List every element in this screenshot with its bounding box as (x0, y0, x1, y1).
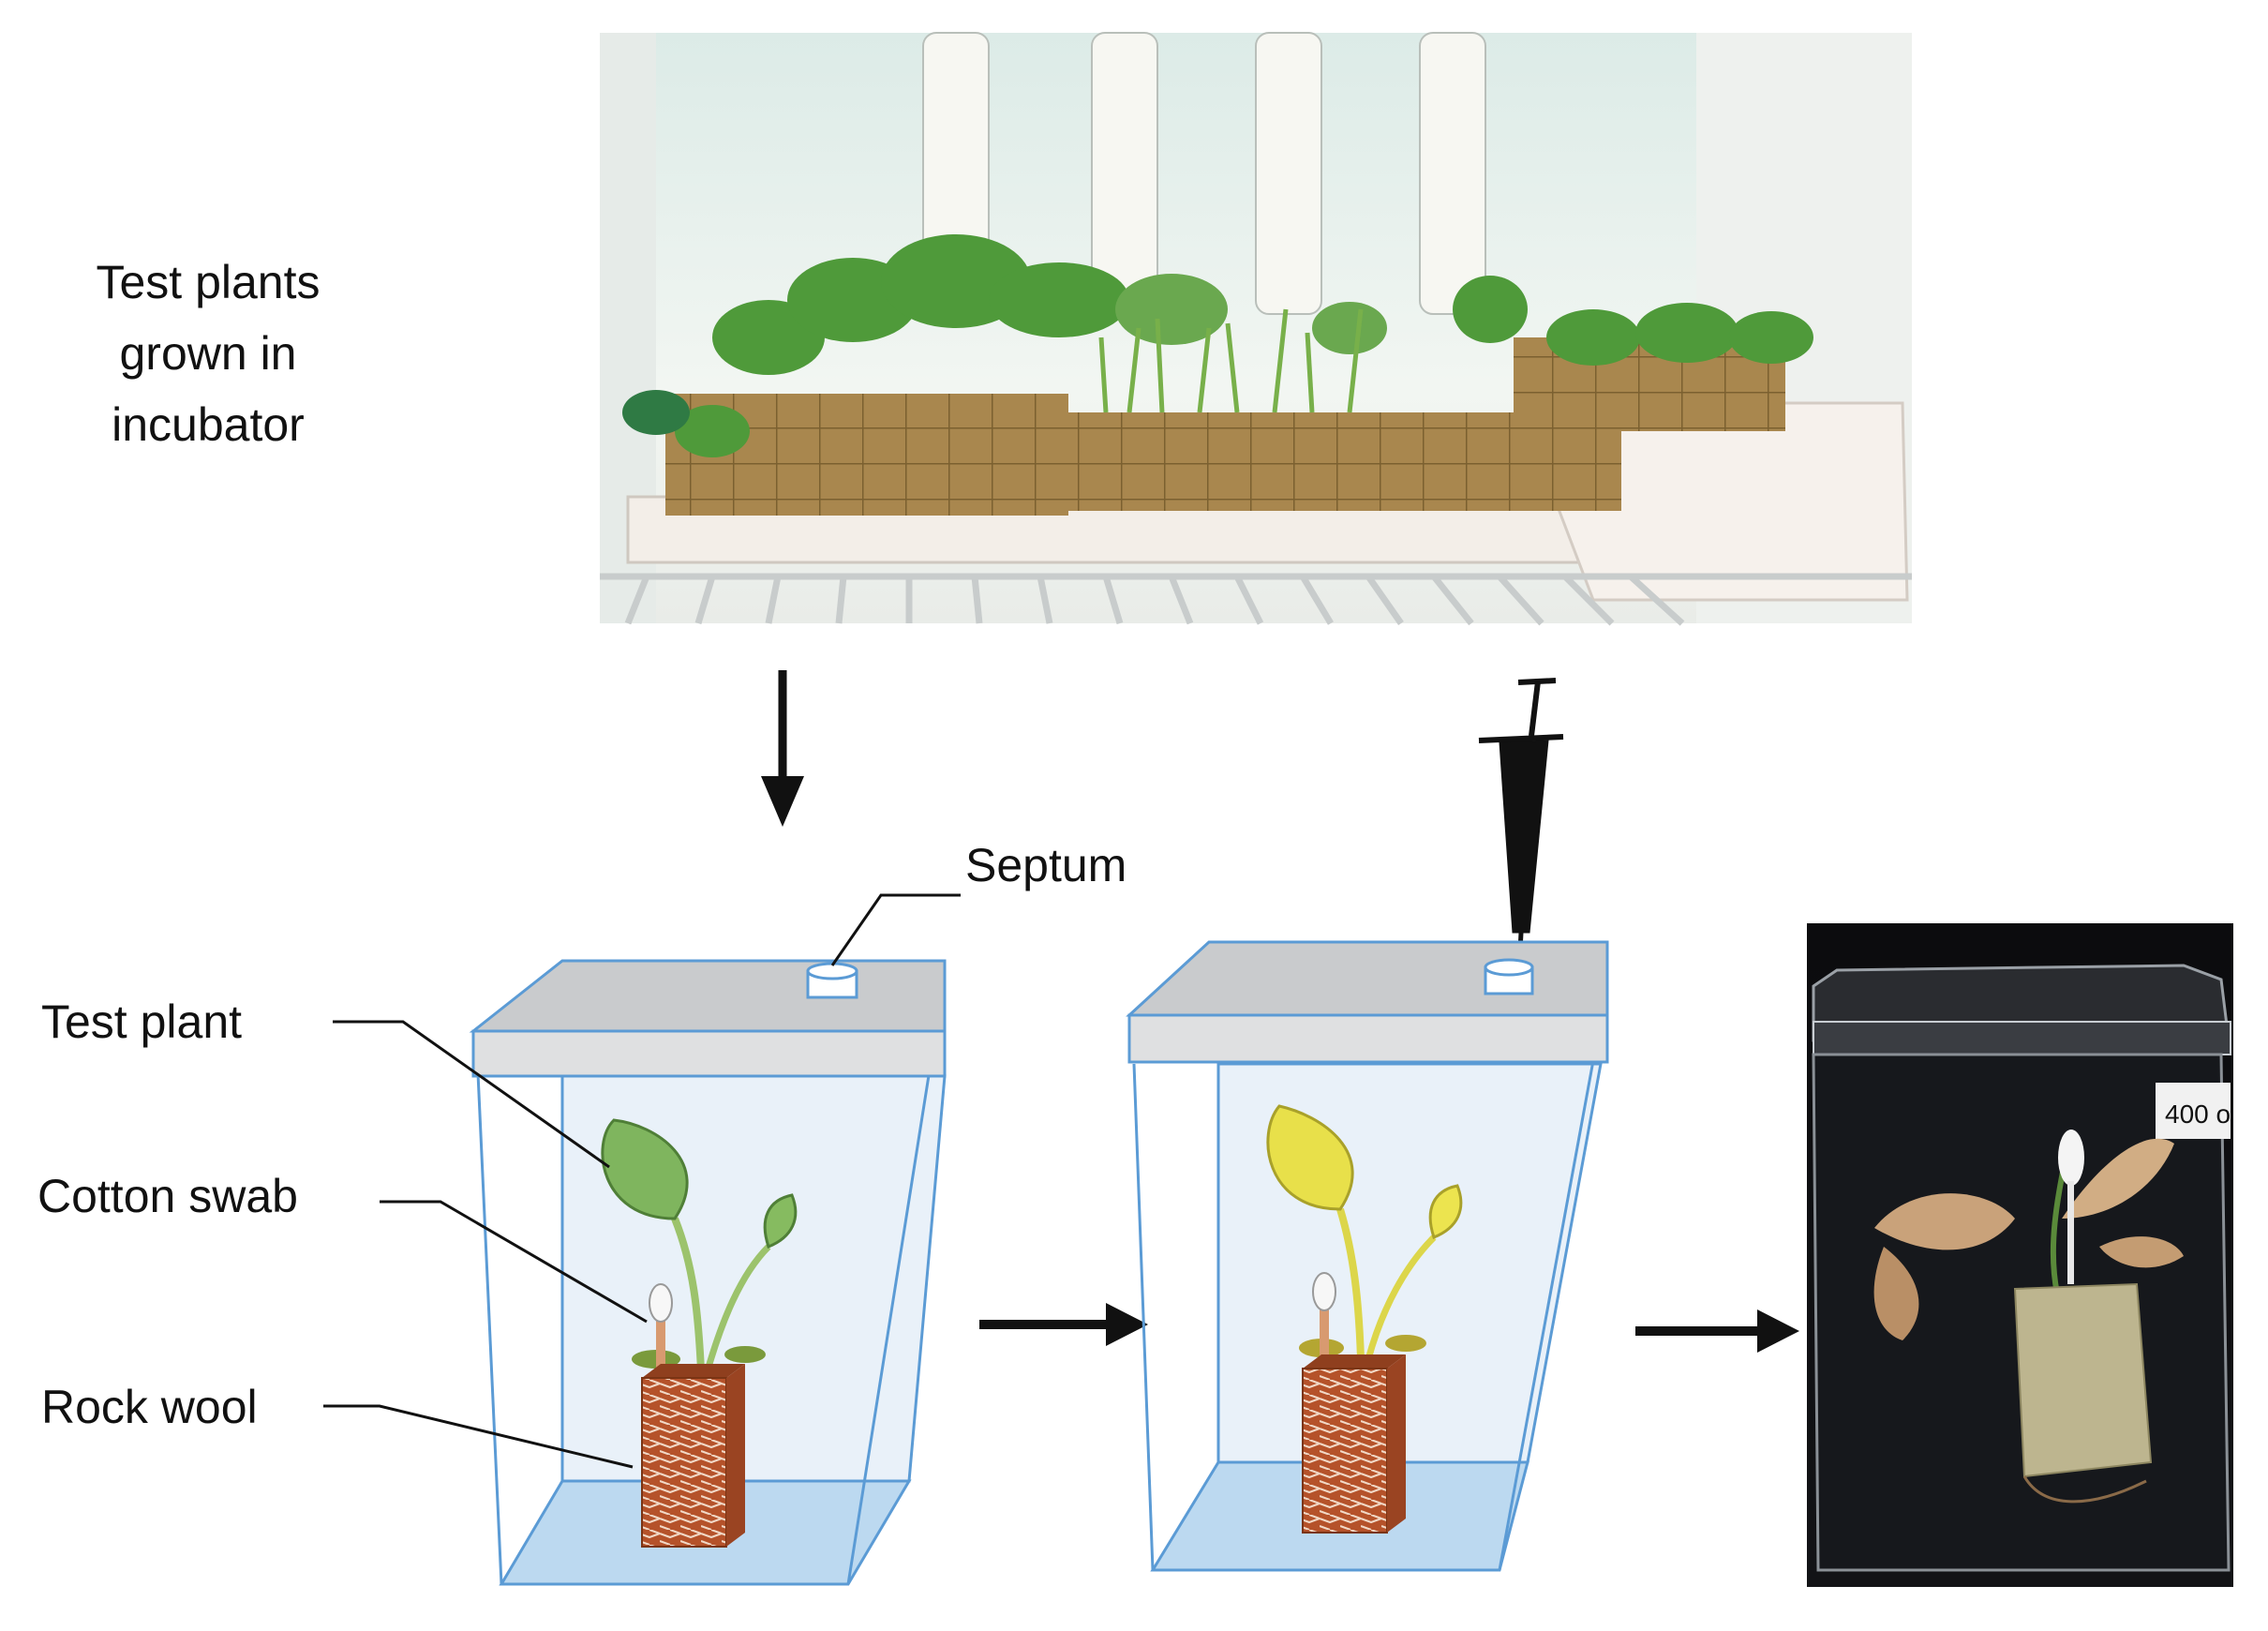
incubator-photo (600, 32, 1912, 626)
rock-wool-leader (323, 1404, 634, 1469)
cotton-swab-2 (1312, 1272, 1336, 1364)
rock-wool-block-2 (1302, 1354, 1406, 1534)
lid-front-2 (1127, 1013, 1609, 1064)
caption-line-1: Test plants (96, 256, 320, 308)
incubator-caption: Test plants grown in incubator (96, 256, 320, 451)
caption-line-2: grown in (120, 327, 297, 380)
septum-leader (830, 893, 961, 966)
lid-top-2 (1126, 940, 1609, 1017)
shelf-wires (600, 573, 1912, 626)
healthy-plant (601, 1118, 798, 1371)
test-plant-label: Test plant (41, 995, 242, 1048)
yellow-leaf-large (1266, 1104, 1354, 1211)
cotton-swab-leader (380, 1200, 648, 1324)
jar-tag (2156, 1083, 2231, 1139)
cotton-swab-label: Cotton swab (37, 1170, 298, 1222)
down-arrow (761, 670, 804, 827)
jar-tag-text: 400 o (2165, 1100, 2231, 1129)
dried-plant (1873, 1130, 2184, 1340)
seedlings (622, 234, 1813, 457)
septum (806, 962, 858, 999)
leaf-large (601, 1118, 689, 1220)
result-photo: 400 o (1807, 923, 2233, 1587)
rock-wool-block (641, 1364, 745, 1548)
lid-top (469, 959, 947, 1033)
container-after (1126, 940, 1609, 1572)
test-plant-leader (333, 1020, 610, 1169)
yellow-leaf-small (1428, 1184, 1463, 1239)
rock-wool-label: Rock wool (41, 1381, 258, 1433)
jar-rock-wool (2013, 1282, 2153, 1478)
container-before: Septum (469, 839, 1127, 1586)
right-arrow-2 (1635, 1309, 1799, 1353)
cotton-swab (649, 1283, 673, 1378)
septum-2 (1484, 958, 1534, 995)
caption-line-3: incubator (112, 398, 305, 451)
right-arrow-1 (979, 1303, 1148, 1346)
grass-seedlings (1098, 308, 1364, 413)
leaf-small (763, 1193, 798, 1249)
part-labels: Test plant Cotton swab Rock wool (37, 995, 648, 1469)
septum-label: Septum (965, 839, 1127, 891)
lid-front (471, 1029, 947, 1078)
